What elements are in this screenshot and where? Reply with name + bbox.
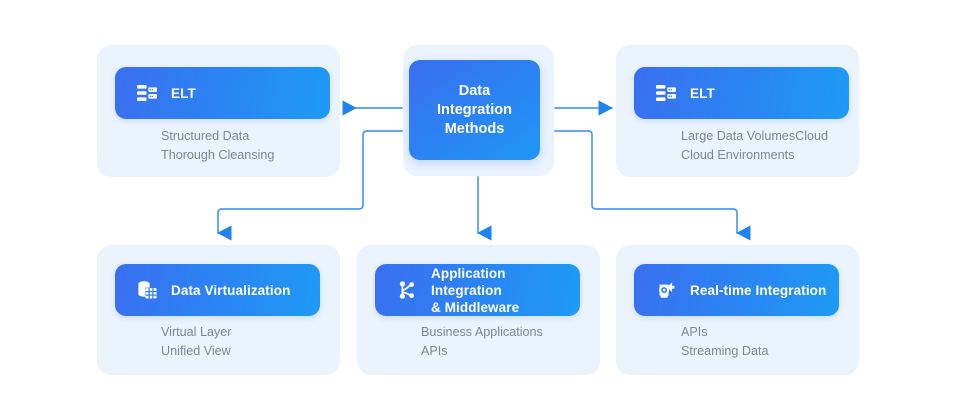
realtime-target-icon xyxy=(654,278,678,302)
node-label-elt-right: ELT xyxy=(690,85,715,101)
node-label-application-integration: Application Integration & Middleware xyxy=(431,265,520,315)
node-description-elt-left: Structured Data Thorough Cleansing xyxy=(161,129,275,162)
node-description-real-time-integration: APIs Streaming Data xyxy=(681,325,769,358)
node-chip-data-virtualization[interactable]: Data Virtualization xyxy=(115,264,320,316)
node-chip-application-integration[interactable]: Application Integration & Middleware xyxy=(375,264,580,316)
node-description-data-virtualization: Virtual Layer Unified View xyxy=(161,325,232,358)
hub-label: Data Integration Methods xyxy=(437,82,512,137)
node-chip-real-time-integration[interactable]: Real-time Integration xyxy=(634,264,839,316)
node-description-application-integration: Business Applications APIs xyxy=(421,325,543,358)
elt-transform-icon xyxy=(135,81,159,105)
node-chip-elt-left[interactable]: ELT xyxy=(115,67,330,119)
node-chip-elt-right[interactable]: ELT xyxy=(634,67,849,119)
node-description-elt-right: Large Data VolumesCloud Cloud Environmen… xyxy=(681,129,829,162)
database-grid-icon xyxy=(135,278,159,302)
node-label-data-virtualization: Data Virtualization xyxy=(171,282,291,298)
node-branch-icon xyxy=(395,278,419,302)
node-label-real-time-integration: Real-time Integration xyxy=(690,282,827,298)
node-label-elt-left: ELT xyxy=(171,85,196,101)
hub-chip-data-integration-methods[interactable]: Data Integration Methods xyxy=(409,60,540,160)
elt-transform-icon xyxy=(654,81,678,105)
